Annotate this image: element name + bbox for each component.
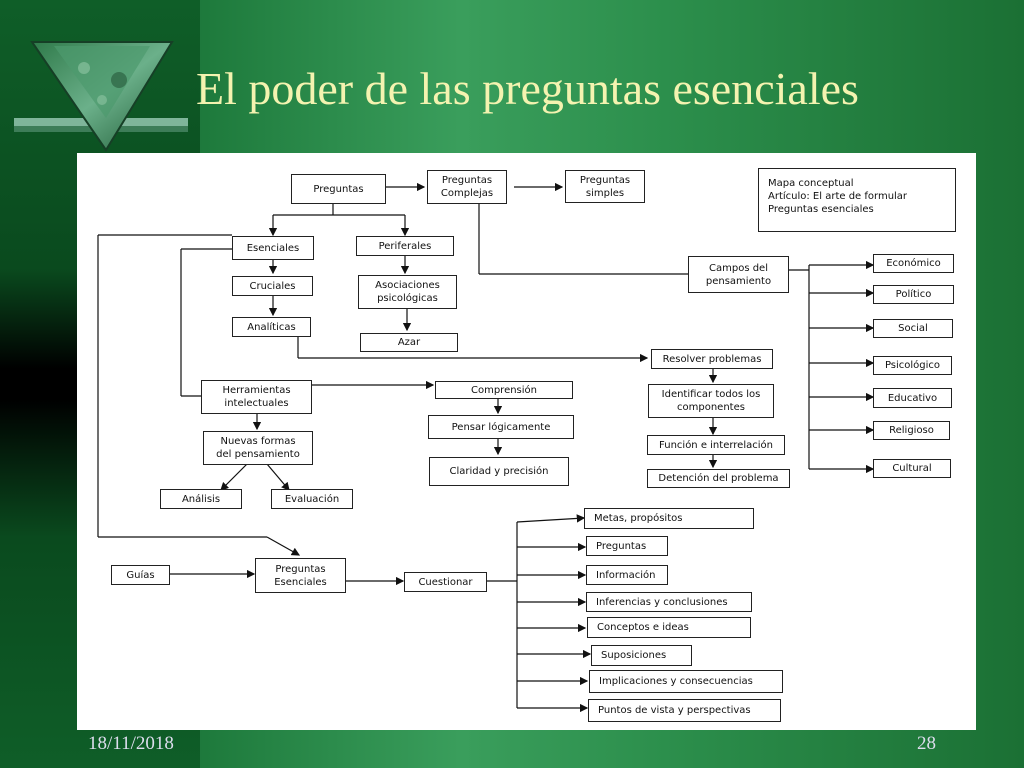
node-social: Social — [873, 319, 953, 338]
node-psicologico: Psicológico — [873, 356, 952, 375]
node-campos: Campos del pensamiento — [688, 256, 789, 293]
node-politico: Político — [873, 285, 954, 304]
node-preguntas-esenciales: Preguntas Esenciales — [255, 558, 346, 593]
node-economico: Económico — [873, 254, 954, 273]
concept-map-panel: Preguntas Preguntas Complejas Preguntas … — [77, 153, 976, 730]
node-claridad: Claridad y precisión — [429, 457, 569, 486]
mapa-line-3: Preguntas esenciales — [768, 203, 874, 216]
node-metas: Metas, propósitos — [584, 508, 754, 529]
node-inferencias: Inferencias y conclusiones — [586, 592, 752, 612]
node-preguntas-list: Preguntas — [586, 536, 668, 556]
node-suposiciones: Suposiciones — [591, 645, 692, 666]
node-cuestionar: Cuestionar — [404, 572, 487, 592]
node-implicaciones: Implicaciones y consecuencias — [589, 670, 783, 693]
slide-title: El poder de las preguntas esenciales — [196, 62, 859, 115]
node-periferales: Periferales — [356, 236, 454, 256]
node-comprension: Comprensión — [435, 381, 573, 399]
node-preguntas: Preguntas — [291, 174, 386, 204]
node-guias: Guías — [111, 565, 170, 585]
node-educativo: Educativo — [873, 388, 952, 408]
node-puntos-de-vista: Puntos de vista y perspectivas — [588, 699, 781, 722]
node-herramientas: Herramientas intelectuales — [201, 380, 312, 414]
node-nuevas-formas: Nuevas formas del pensamiento — [203, 431, 313, 465]
node-funcion: Función e interrelación — [647, 435, 785, 455]
node-mapa-conceptual: Mapa conceptual Artículo: El arte de for… — [758, 168, 956, 232]
node-esenciales: Esenciales — [232, 236, 314, 260]
footer-page-number: 28 — [917, 733, 936, 755]
node-religioso: Religioso — [873, 421, 950, 440]
node-identificar: Identificar todos los componentes — [648, 384, 774, 418]
node-asociaciones: Asociaciones psicológicas — [358, 275, 457, 309]
node-resolver-problemas: Resolver problemas — [651, 349, 773, 369]
node-cruciales: Cruciales — [232, 276, 313, 296]
mapa-line-1: Mapa conceptual — [768, 177, 854, 190]
node-preguntas-complejas: Preguntas Complejas — [427, 170, 507, 204]
node-evaluacion: Evaluación — [271, 489, 353, 509]
node-deteccion: Detención del problema — [647, 469, 790, 488]
node-cultural: Cultural — [873, 459, 951, 478]
node-pensar: Pensar lógicamente — [428, 415, 574, 439]
node-analiticas: Analíticas — [232, 317, 311, 337]
node-informacion: Información — [586, 565, 668, 585]
triangle-logo-icon — [14, 40, 192, 152]
node-azar: Azar — [360, 333, 458, 352]
node-analisis: Análisis — [160, 489, 242, 509]
footer-date: 18/11/2018 — [88, 733, 174, 755]
mapa-line-2: Artículo: El arte de formular — [768, 190, 907, 203]
node-preguntas-simples: Preguntas simples — [565, 170, 645, 203]
node-conceptos: Conceptos e ideas — [587, 617, 751, 638]
